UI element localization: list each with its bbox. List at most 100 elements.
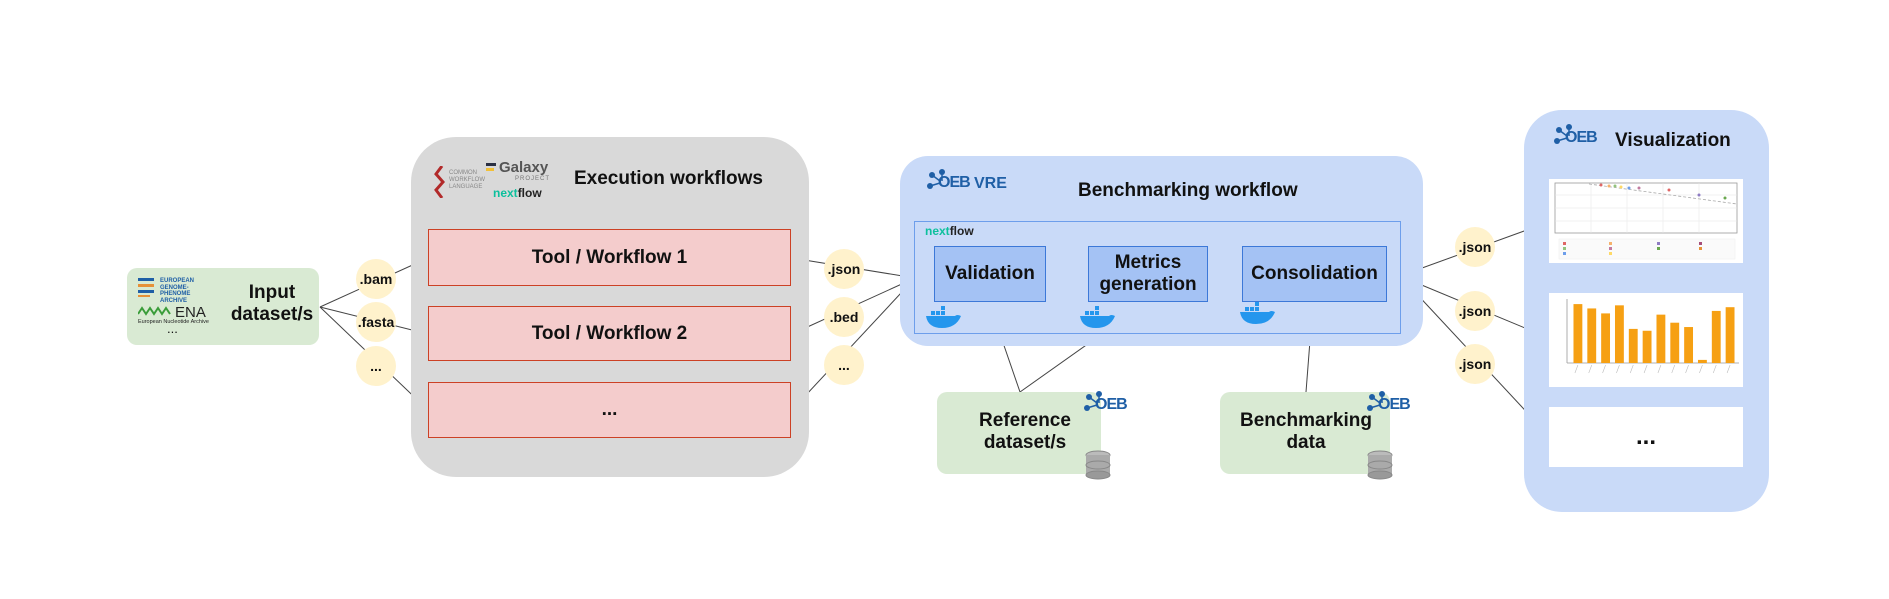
ega-logo: EUROPEAN GENOME-PHENOME ARCHIVE [138, 276, 218, 304]
visualization-title: Visualization [1615, 130, 1731, 151]
ext-json-out: .json [824, 249, 864, 289]
bar-8 [1670, 322, 1680, 363]
ega-line-2: GENOME-PHENOME [160, 284, 191, 298]
oeb-logo-reference-text: OEB [1095, 396, 1128, 413]
oeb-network-icon [1367, 391, 1385, 411]
ena-logo-subtitle: European Nucleotide Archive [138, 319, 209, 325]
galaxy-logo-stripe [486, 168, 494, 171]
arrow-tool3-to-bench [791, 277, 916, 411]
ext-bed: .bed [824, 297, 864, 337]
cwl-line-3: LANGUAGE [449, 184, 483, 190]
cwl-line-2: WORKFLOW [449, 177, 485, 183]
bar-tick-3 [1602, 364, 1606, 374]
oeb-logo-bench-data: OEB [1366, 391, 1411, 424]
oeb-logo-viz: OEB [1553, 124, 1598, 157]
oeb-logo-bench: OEB [926, 169, 971, 202]
ext-ellipsis-output: ... [824, 345, 864, 385]
benchmarking-data-panel [1220, 392, 1390, 474]
bar-4 [1614, 305, 1624, 363]
database-icon [1085, 450, 1111, 480]
bar-tick-7 [1657, 364, 1662, 374]
bar-tick-2 [1588, 364, 1593, 374]
visualization-more-card: ... [1549, 407, 1743, 467]
reference-line1: Reference [979, 410, 1071, 431]
bar-9 [1684, 327, 1694, 363]
docker-icon [1240, 302, 1275, 324]
docker-icon [926, 306, 961, 328]
scatter-plot-thumbnail [1549, 179, 1743, 263]
execution-workflows-title: Execution workflows [574, 168, 763, 189]
ega-line-3: ARCHIVE [160, 297, 188, 304]
cwl-logo-icon [434, 166, 445, 198]
bar-11 [1711, 310, 1721, 363]
cwl-logo-text: COMMON WORKFLOW LANGUAGE [449, 170, 485, 191]
input-dataset-panel: EUROPEAN GENOME-PHENOME ARCHIVE ENA Euro… [127, 268, 319, 345]
bar-chart-thumbnail [1549, 293, 1743, 387]
bar-7 [1656, 314, 1666, 363]
bench-data-line1: Benchmarking [1240, 410, 1372, 431]
oeb-network-icon [1554, 124, 1572, 144]
tool-workflow-1: Tool / Workflow 1 [428, 229, 791, 286]
bar-2 [1587, 308, 1597, 363]
bar-tick-11 [1712, 364, 1717, 374]
docker-icon [1080, 306, 1115, 328]
bar-6 [1642, 330, 1652, 363]
oeb-logo-reference: OEB [1083, 391, 1128, 424]
galaxy-logo-mark-icon [486, 163, 496, 166]
vre-label: VRE [974, 175, 1007, 192]
ext-ellipsis-input: ... [356, 346, 396, 386]
bar-12 [1725, 307, 1735, 363]
nextflow-bench-next: next [925, 224, 950, 238]
reference-dataset-panel [937, 392, 1101, 474]
bar-5 [1628, 328, 1638, 363]
ext-fasta: .fasta [356, 302, 396, 342]
step-metrics-generation: Metrics generation [1088, 246, 1208, 302]
bar-3 [1601, 313, 1611, 363]
reference-line2: dataset/s [983, 432, 1067, 453]
nextflow-bench-flow: flow [949, 224, 974, 238]
bench-data-line2: data [1286, 432, 1326, 453]
tool-workflow-more: ... [428, 382, 791, 438]
bar-tick-12 [1726, 364, 1731, 374]
bar-tick-4 [1616, 364, 1620, 374]
input-dataset-label: Input dataset/s [222, 282, 322, 326]
bar-tick-1 [1574, 364, 1579, 374]
ega-logo-mark-icon [138, 278, 154, 297]
ena-logo-wave-icon [138, 306, 171, 316]
bar-tick-5 [1629, 364, 1634, 374]
nextflow-logo-bench: nextflow [925, 224, 974, 238]
bar-tick-8 [1671, 364, 1676, 374]
bar-chart-svg [1566, 299, 1739, 374]
step-validation: Validation [934, 246, 1046, 302]
ext-json-result-3: .json [1455, 344, 1495, 384]
oeb-network-icon [1084, 391, 1102, 411]
ext-bam: .bam [356, 259, 396, 299]
reference-dataset-label: Reference dataset/s [955, 410, 1095, 454]
input-label-line2: dataset/s [230, 304, 314, 325]
database-icon [1367, 450, 1393, 480]
input-label-line1: Input [248, 282, 296, 303]
nextflow-logo-exec: nextflow [493, 186, 542, 200]
bar-tick-6 [1643, 364, 1648, 374]
oeb-logo-bench-text: OEB [938, 174, 971, 191]
oeb-network-icon [927, 169, 945, 189]
nextflow-exec-flow: flow [517, 186, 542, 200]
ega-line-1: EUROPEAN [160, 278, 195, 284]
step-consolidation: Consolidation [1242, 246, 1387, 302]
oeb-logo-bench-data-text: OEB [1378, 396, 1411, 413]
bar-tick-10 [1699, 364, 1703, 374]
bar-tick-9 [1685, 364, 1689, 374]
ext-json-result-2: .json [1455, 291, 1495, 331]
ena-logo-text: ENA [175, 304, 206, 321]
ena-logo: ENA European Nucleotide Archive [138, 304, 218, 326]
cwl-line-1: COMMON [449, 170, 477, 176]
benchmarking-workflow-title: Benchmarking workflow [1078, 180, 1298, 201]
bar-10 [1697, 359, 1707, 363]
ext-json-result-1: .json [1455, 227, 1495, 267]
scatter-plot-svg [1554, 182, 1738, 260]
galaxy-logo-text: Galaxy [499, 159, 549, 176]
tool-workflow-2: Tool / Workflow 2 [428, 306, 791, 361]
oeb-logo-viz-text: OEB [1565, 129, 1598, 146]
input-logos-ellipsis: ... [167, 321, 178, 336]
visualization-more-ellipsis: ... [1635, 423, 1656, 450]
